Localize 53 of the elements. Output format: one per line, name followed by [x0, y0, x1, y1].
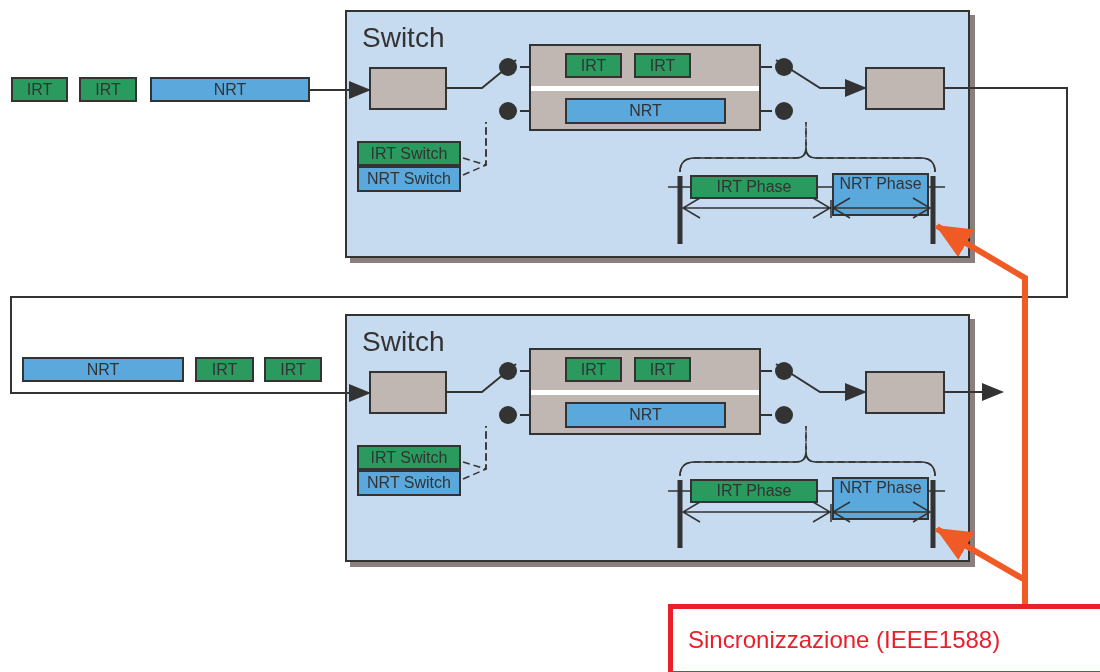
switch-symbol — [772, 56, 824, 122]
phase-bar: NRT Phase — [832, 173, 929, 216]
data-frame: IRT — [11, 77, 68, 102]
data-frame: NRT — [22, 357, 184, 382]
connector — [309, 81, 371, 99]
switch-symbol — [772, 360, 824, 426]
data-frame: IRT — [195, 357, 254, 382]
switch-title: Switch — [362, 22, 445, 54]
connector — [446, 391, 477, 393]
switch-symbol — [476, 360, 520, 426]
connector — [760, 66, 773, 68]
mode-box: NRT Switch — [357, 470, 461, 496]
mode-box: IRT Switch — [357, 445, 461, 470]
mode-box: IRT Switch — [357, 141, 461, 166]
sync-arrow — [935, 526, 1028, 604]
data-frame: IRT — [565, 53, 622, 78]
phase-bar: IRT Phase — [690, 479, 818, 503]
connector — [823, 79, 867, 97]
switch-control-line — [462, 121, 487, 176]
data-frame: NRT — [150, 77, 310, 102]
connector — [446, 87, 477, 89]
connector — [760, 110, 773, 112]
switch-symbol — [476, 56, 520, 122]
phase-bar: IRT Phase — [690, 175, 818, 199]
connector — [760, 414, 773, 416]
phase-bar: NRT Phase — [832, 477, 929, 520]
buffer-block — [369, 67, 447, 110]
buffer-block — [369, 371, 447, 414]
connector — [760, 370, 773, 372]
data-frame: IRT — [79, 77, 137, 102]
buffer-block — [865, 67, 945, 110]
connector — [10, 87, 1068, 402]
connector — [823, 383, 867, 401]
data-frame: NRT — [565, 402, 726, 428]
data-frame: IRT — [565, 357, 622, 382]
switch-control-line — [462, 425, 487, 480]
switch-control-line — [805, 121, 936, 173]
switch-control-line — [805, 425, 936, 477]
data-frame: IRT — [264, 357, 322, 382]
switch-title: Switch — [362, 326, 445, 358]
connector — [944, 383, 1004, 401]
mode-box: NRT Switch — [357, 166, 461, 192]
connector — [519, 66, 530, 68]
connector — [519, 110, 530, 112]
data-frame: NRT — [565, 98, 726, 124]
data-frame: IRT — [634, 53, 691, 78]
connector — [519, 370, 530, 372]
queue-block — [529, 44, 761, 131]
data-frame: IRT — [634, 357, 691, 382]
buffer-block — [865, 371, 945, 414]
queue-block — [529, 348, 761, 435]
callout-box: Sincronizzazione (IEEE1588) — [668, 604, 1100, 672]
connector — [519, 414, 530, 416]
